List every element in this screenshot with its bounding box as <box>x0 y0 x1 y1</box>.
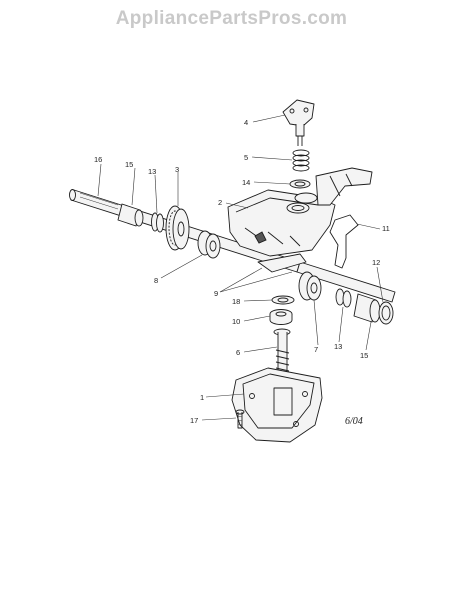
label-part-13-right[interactable]: 13 <box>334 342 342 351</box>
bearing-10-drawing <box>269 309 293 325</box>
left-bearing-drawing <box>117 203 164 233</box>
clutch-collar-drawing <box>197 230 221 259</box>
label-part-9[interactable]: 9 <box>214 289 218 298</box>
label-part-14[interactable]: 14 <box>242 178 250 187</box>
label-part-16[interactable]: 16 <box>94 155 102 164</box>
label-part-10[interactable]: 10 <box>232 317 240 326</box>
label-part-15-left[interactable]: 15 <box>125 160 133 169</box>
date-code: 6/04 <box>345 416 363 427</box>
gear-case-housing-drawing <box>231 367 323 443</box>
label-part-7[interactable]: 7 <box>314 345 318 354</box>
washer-18-drawing <box>271 295 295 305</box>
label-part-3[interactable]: 3 <box>175 165 179 174</box>
label-part-13-left[interactable]: 13 <box>148 167 156 176</box>
label-part-2[interactable]: 2 <box>218 198 222 207</box>
label-part-1[interactable]: 1 <box>200 393 204 402</box>
retainer-clip-drawing <box>329 214 359 269</box>
outer-seal-drawing <box>378 301 394 325</box>
part-labels: 4 5 14 2 3 15 13 16 8 9 11 12 18 10 6 7 … <box>94 118 390 427</box>
shift-lever-drawing <box>282 99 315 146</box>
label-part-5[interactable]: 5 <box>244 153 248 162</box>
washer-14-drawing <box>289 179 311 189</box>
right-bearing-drawing <box>353 293 381 323</box>
label-part-6[interactable]: 6 <box>236 348 240 357</box>
watermark: AppliancePartsPros.com <box>115 8 348 29</box>
label-part-4[interactable]: 4 <box>244 118 248 127</box>
label-part-17[interactable]: 17 <box>190 416 198 425</box>
label-part-12[interactable]: 12 <box>372 258 380 267</box>
label-part-11[interactable]: 11 <box>382 224 390 233</box>
drive-gear-drawing <box>165 205 190 251</box>
right-washer-drawing <box>335 288 352 308</box>
label-part-18[interactable]: 18 <box>232 297 240 306</box>
label-part-15-right[interactable]: 15 <box>360 351 368 360</box>
leader-lines <box>97 114 384 421</box>
transmission-case-drawing <box>227 167 373 257</box>
shift-fork-drawing <box>257 253 307 273</box>
spring-drawing <box>292 149 310 172</box>
label-part-8[interactable]: 8 <box>154 276 158 285</box>
right-seal-drawing <box>298 271 322 301</box>
screw-drawing <box>235 409 245 429</box>
